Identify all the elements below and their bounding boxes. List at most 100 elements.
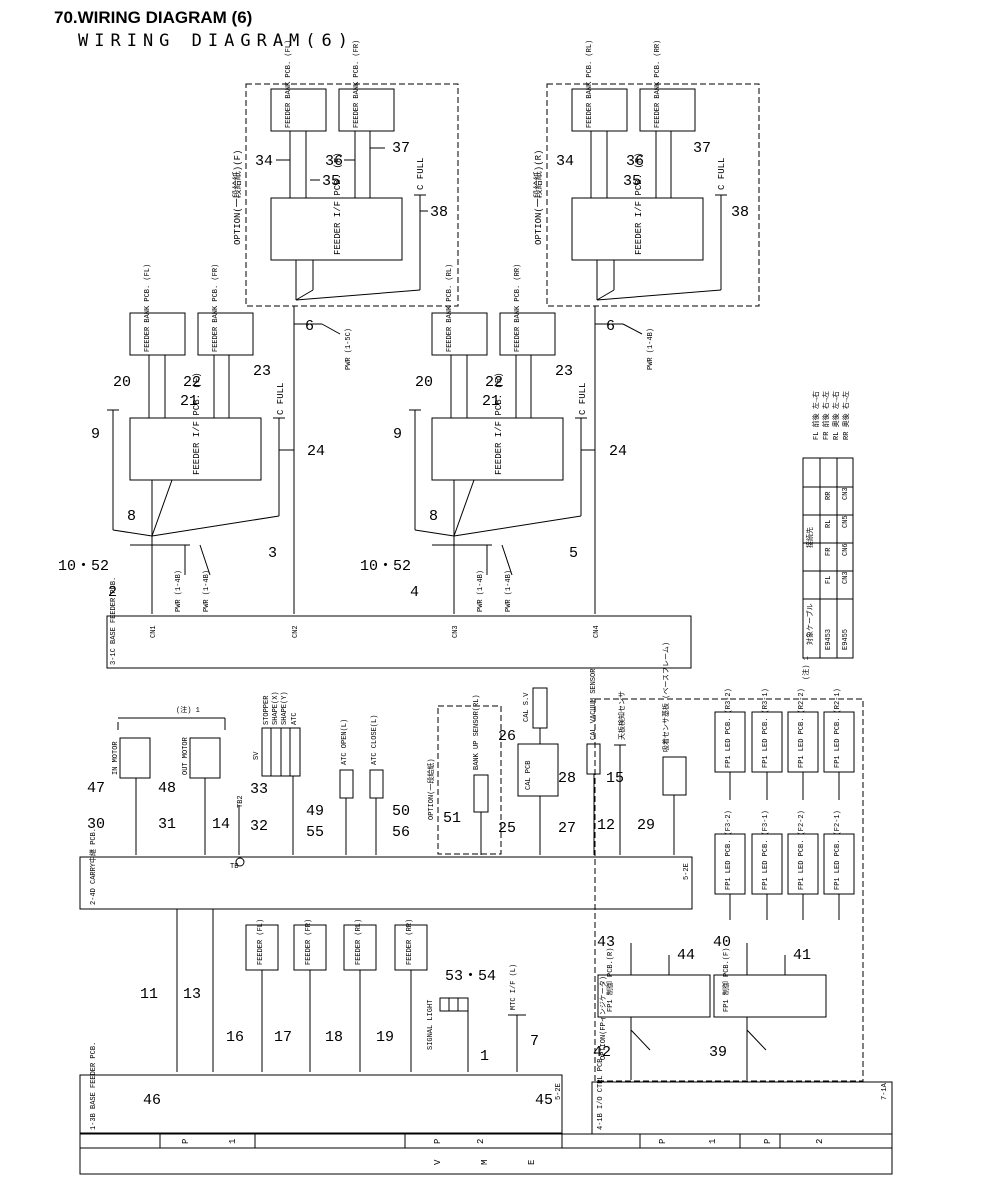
bank-up-sensor <box>473 774 489 813</box>
legend-row-header: 対象ケーブル <box>805 603 815 645</box>
tb2-label: TB2 <box>237 795 245 808</box>
vme-bus <box>79 1133 893 1175</box>
bus-slot-p-right-2: P <box>763 1139 773 1144</box>
legend-key-1: FL 前後 左→右 <box>811 391 821 440</box>
num-53-54: 53・54 <box>445 968 496 985</box>
num-19: 19 <box>376 1029 394 1046</box>
num-24-mid-right: 24 <box>609 443 627 460</box>
num-30: 30 <box>87 816 105 833</box>
num-50: 50 <box>392 803 410 820</box>
num-22-mid-left: 22 <box>183 374 201 391</box>
legend-fl: FL <box>825 576 833 584</box>
atc-open-label: ATC OPEN(L) <box>341 719 349 765</box>
num-39: 39 <box>709 1044 727 1061</box>
feeder-if-pcb-front-mid <box>129 417 262 481</box>
atc-open-sensor <box>339 769 354 799</box>
io-pcb-right: 7-1A <box>881 1082 889 1100</box>
full-label-mid-left: C FULL <box>276 383 286 415</box>
legend-group: 接続先 <box>805 527 815 548</box>
num-49: 49 <box>306 803 324 820</box>
vme-v: V <box>433 1159 443 1165</box>
bus-slot-p-left-2: P <box>433 1139 443 1144</box>
bank-label-fr-top: FEEDER BANK PCB. (FR) <box>353 40 361 128</box>
pcb-label-rear-mid: FEEDER I/F PCB. (R) <box>494 372 504 475</box>
num-35-top-left: 35 <box>322 173 340 190</box>
base-cn4: CN4 <box>593 625 601 638</box>
out-motor <box>189 737 221 779</box>
bank-label-rl-mid: FEEDER BANK PCB. (RL) <box>446 264 454 352</box>
feeder-bank-rl-mid <box>431 312 488 356</box>
num-1: 1 <box>480 1048 489 1065</box>
num-51: 51 <box>443 810 461 827</box>
out-motor-label: OUT MOTOR <box>182 736 190 775</box>
num-22-mid-right: 22 <box>485 374 503 391</box>
num-29: 29 <box>637 817 655 834</box>
carry-pcb <box>79 856 693 910</box>
pwr-label-top-right: PWR (1-4B) <box>647 328 655 370</box>
led-f3-2-label: FP1 LED PCB. (F3-2) <box>725 810 733 890</box>
legend-key-4: RR 奥後 右→左 <box>841 391 851 440</box>
num-11: 11 <box>140 986 158 1003</box>
signal-light <box>439 997 469 1012</box>
legend-key-3: RL 奥後 左→右 <box>831 391 841 440</box>
num-40: 40 <box>713 934 731 951</box>
num-37-top-left: 37 <box>392 140 410 157</box>
num-15: 15 <box>606 770 624 787</box>
num-46: 46 <box>143 1092 161 1109</box>
suction-sensor-pcb <box>662 756 687 796</box>
feeder-fr-label: FEEDER (FR) <box>305 919 313 965</box>
bus-slot-2-right: 2 <box>815 1139 825 1144</box>
pcb-label-rear-top: FEEDER I/F PCB. (R) <box>634 152 644 255</box>
num-7: 7 <box>530 1033 539 1050</box>
ceiling-sensor-label: 天板検知センサ <box>617 691 627 740</box>
base-cn2: CN2 <box>292 625 300 638</box>
num-34-top-left: 34 <box>255 153 273 170</box>
pwr-label-mid-right-2: PWR (1-4B) <box>505 570 513 612</box>
bus-slot-2-left: 2 <box>476 1139 486 1144</box>
bus-slot-p-left-1: P <box>181 1139 191 1144</box>
num-26: 26 <box>498 728 516 745</box>
num-27: 27 <box>558 820 576 837</box>
num-23-mid-left: 23 <box>253 363 271 380</box>
legend-key-2: FR 前後 右→左 <box>821 391 831 440</box>
cal-sv <box>532 687 548 729</box>
legend-fr: FR <box>825 547 833 556</box>
num-37-top-right: 37 <box>693 140 711 157</box>
pcb-label-front-mid: FEEDER I/F PCB. (F) <box>192 372 202 475</box>
feeder-bank-fl-top <box>270 88 327 132</box>
base-feeder-bottom-label: 1-3B BASE FEEDER PCB. <box>90 1042 98 1130</box>
base-feeder-top-label: 3-1C BASE FEEDER PCB. <box>110 577 118 665</box>
legend-r1c4: CN3 <box>842 487 850 500</box>
num-3-mid-left: 3 <box>268 545 277 562</box>
pwr-label-mid-left-1: PWR (1-4B) <box>175 570 183 612</box>
legend-e9455: E9455 <box>842 629 850 650</box>
base-feeder-bottom-right: 5-2E <box>555 1083 563 1100</box>
num-42: 42 <box>593 1044 611 1061</box>
atc-label: ATC <box>291 712 299 725</box>
bus-slot-1-left: 1 <box>228 1139 238 1144</box>
atc-close-label: ATC CLOSE(L) <box>371 715 379 765</box>
num-48: 48 <box>158 780 176 797</box>
bus-slot-p-right-1: P <box>658 1139 668 1144</box>
carry-pcb-right: 5-2E <box>683 863 691 880</box>
feeder-if-pcb-rear-mid <box>431 417 564 481</box>
num-41: 41 <box>793 947 811 964</box>
option-box-front <box>245 83 459 307</box>
num-25: 25 <box>498 820 516 837</box>
legend-note: (注) 1 <box>801 656 811 680</box>
num-38-top-left: 38 <box>430 204 448 221</box>
legend-table <box>802 457 854 659</box>
full-label-top-left: C FULL <box>416 158 426 190</box>
num-35-top-right: 35 <box>623 173 641 190</box>
num-34-top-right: 34 <box>556 153 574 170</box>
num-38-top-right: 38 <box>731 204 749 221</box>
option-box-bank-sensor <box>437 705 502 855</box>
carry-pcb-label: 2-4D CARRY中継 PCB. <box>88 828 98 905</box>
feeder-bank-fl-mid <box>129 312 186 356</box>
num-45: 45 <box>535 1092 553 1109</box>
pwr-label-mid-right-1: PWR (1-4B) <box>477 570 485 612</box>
num-9-mid-left: 9 <box>91 426 100 443</box>
bank-label-fl-top: FEEDER BANK PCB. (FL) <box>285 40 293 128</box>
feeder-bank-fr-mid <box>197 312 254 356</box>
cal-pcb <box>517 743 559 797</box>
